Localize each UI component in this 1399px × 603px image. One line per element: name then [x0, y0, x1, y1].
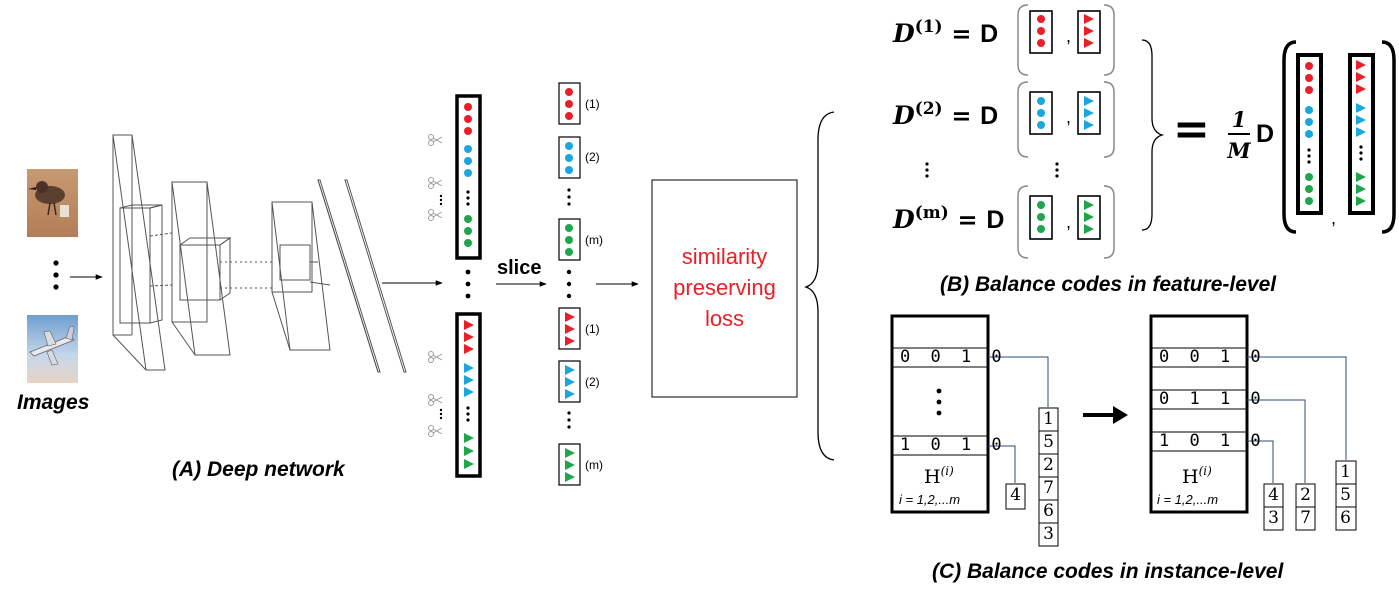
caption-b: (B) Balance codes in feature-level: [940, 273, 1277, 296]
chunk-ellipsis-1: [567, 188, 571, 206]
c-right-stack-b0: 2: [1300, 485, 1311, 505]
chunk-label-1b: (1): [585, 322, 600, 336]
fraction-denominator: M: [1227, 138, 1251, 163]
c-right-stacks: [1263, 460, 1357, 531]
comma-merged: ,: [1331, 208, 1337, 228]
c-right-stack-a1: 3: [1268, 508, 1279, 528]
caption-c: (C) Balance codes in instance-level: [932, 560, 1284, 583]
chunk-ellipsis-3: [567, 411, 571, 429]
eq-row-1: D(1) = D: [893, 17, 999, 48]
c-left-stack: [1038, 407, 1059, 547]
comma-row-1: ,: [1066, 26, 1072, 46]
triangle-code-column: [455, 312, 482, 478]
c-left-single: 4: [1010, 485, 1021, 505]
input-ellipsis: [53, 260, 59, 290]
chunk-label-m: (m): [585, 233, 603, 247]
chunk-circle-2: [558, 136, 581, 179]
c-left-stack-0: 1: [1043, 409, 1054, 429]
chunk-ellipsis-2: [566, 269, 572, 299]
chunk-triangle-1: [558, 307, 581, 350]
loss-box: [651, 179, 798, 398]
b-big-paren-left: [1282, 40, 1297, 234]
c-left-matrix: [890, 314, 990, 514]
similarity-loss-label: similarity preserving loss: [673, 244, 776, 331]
b-big-paren-right: [1381, 40, 1396, 234]
airplane-image: [27, 315, 78, 383]
b-merged-circles: [1296, 53, 1323, 215]
code-ellipsis: [465, 269, 471, 299]
c-right-stack-c0: 1: [1340, 462, 1351, 482]
chunk-circle-1: [558, 82, 581, 125]
c-right-code-3: 1 0 1 0: [1159, 431, 1266, 451]
chunk-label-1: (1): [585, 97, 600, 111]
c-right-h-label: H(i): [1182, 464, 1212, 488]
chunk-circle-m: [558, 218, 581, 261]
c-left-stack-3: 7: [1043, 478, 1054, 498]
c-left-single-box: [1005, 483, 1026, 510]
big-brace: [803, 111, 835, 461]
slice-label: slice: [497, 257, 542, 279]
chunk-triangle-2: [558, 360, 581, 403]
eq-row-m: D(m) = D: [893, 203, 1005, 234]
c-left-h-label: H(i): [924, 464, 954, 488]
c-left-stack-5: 3: [1043, 524, 1054, 544]
panel-b-brackets: [1017, 4, 1115, 259]
eq-row-2: D(2) = D: [893, 99, 999, 130]
c-left-connectors: [988, 356, 1049, 483]
c-left-stack-4: 6: [1043, 501, 1054, 521]
chunk-triangle-m: [558, 443, 581, 486]
c-left-ellipsis: [936, 388, 942, 416]
c-right-stack-c1: 5: [1340, 485, 1351, 505]
chunk-label-mb: (m): [585, 458, 603, 472]
c-left-stack-2: 2: [1043, 455, 1054, 475]
b-rowm-circles: [1029, 195, 1053, 240]
c-transform-arrow: [1083, 406, 1128, 424]
c-right-stack-c2: 6: [1340, 508, 1351, 528]
c-left-code-1: 0 0 1 0: [900, 347, 1007, 367]
b-merged-triangles: [1348, 53, 1375, 215]
b-rowm-triangles: [1077, 195, 1101, 240]
scissors-icon: [428, 134, 443, 437]
fraction-numerator: 1: [1231, 107, 1247, 132]
b-row2-triangles: [1077, 91, 1101, 135]
c-left-i-range: i = 1,2,...m: [899, 492, 961, 507]
c-right-i-range: i = 1,2,...m: [1157, 492, 1219, 507]
cnn-layers: [112, 134, 407, 373]
c-right-stack-a0: 4: [1268, 485, 1279, 505]
comma-row-m: ,: [1066, 212, 1072, 232]
scissor-ellipsis: [439, 194, 443, 420]
merge-equals: =: [1173, 104, 1210, 155]
c-right-code-1: 0 0 1 0: [1159, 347, 1266, 367]
comma-row-2: ,: [1066, 107, 1072, 127]
b-right-brace: [1141, 39, 1165, 231]
chunk-label-2b: (2): [585, 375, 600, 389]
bird-image: [27, 169, 78, 237]
c-right-code-2: 0 1 1 0: [1159, 389, 1266, 409]
b-row1-circles: [1029, 10, 1053, 54]
b-ellipsis: [925, 162, 1059, 178]
c-right-connectors: [1247, 356, 1347, 483]
circle-code-column: [455, 94, 482, 260]
caption-a: (A) Deep network: [172, 458, 345, 481]
b-row2-circles: [1029, 91, 1053, 135]
fraction-operator: D: [1256, 120, 1275, 148]
c-left-stack-1: 5: [1043, 432, 1054, 452]
b-row1-triangles: [1077, 10, 1101, 54]
c-right-matrix: [1149, 314, 1249, 514]
chunk-label-2: (2): [585, 150, 600, 164]
c-right-stack-b1: 7: [1300, 508, 1311, 528]
c-left-code-2: 1 0 1 0: [900, 435, 1007, 455]
images-label: Images: [17, 391, 90, 414]
